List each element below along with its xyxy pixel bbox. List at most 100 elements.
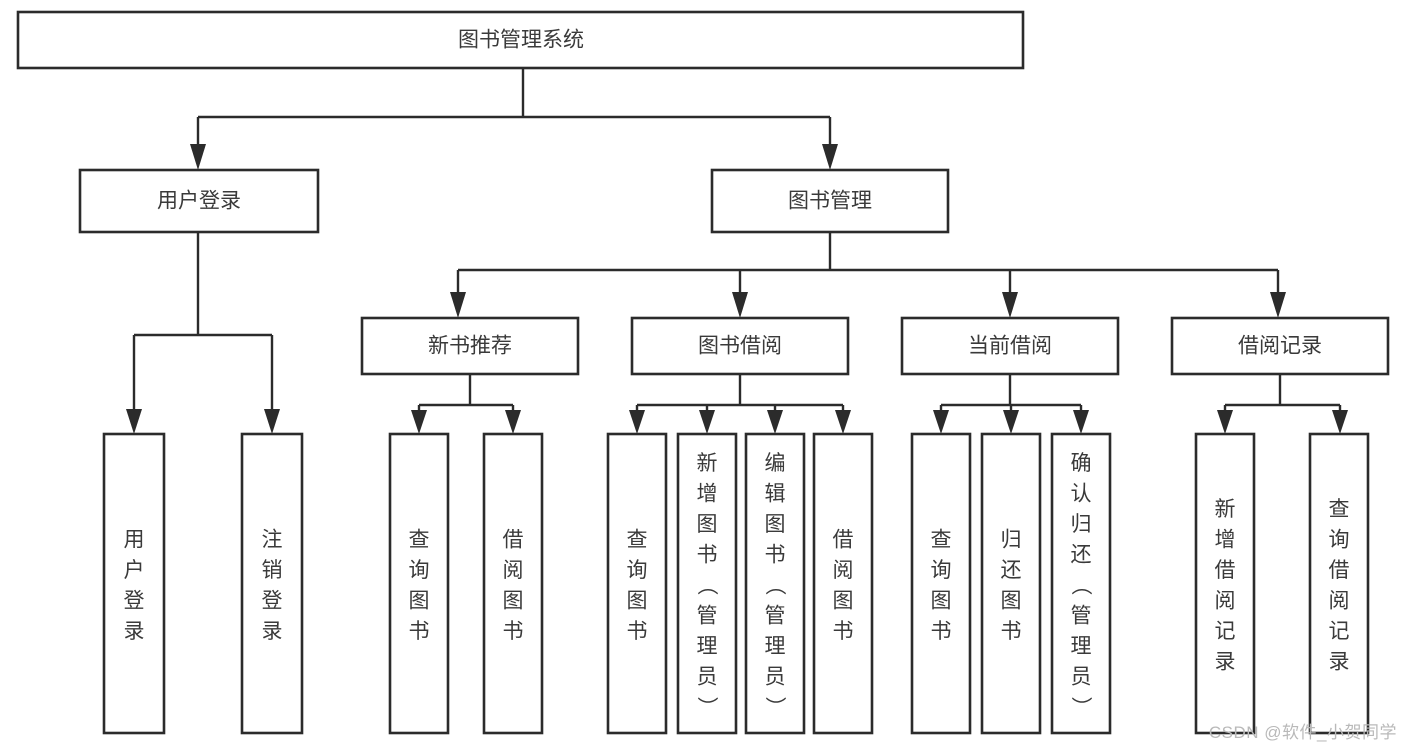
svg-text:还: 还 bbox=[1071, 544, 1092, 567]
node-borrow-records[interactable]: 借阅记录 bbox=[1170, 316, 1390, 376]
csdn-watermark: CSDN @软件_小贺同学 bbox=[1208, 723, 1397, 742]
svg-text:书: 书 bbox=[697, 544, 718, 567]
svg-text:登: 登 bbox=[262, 589, 283, 612]
svg-text:新: 新 bbox=[1215, 498, 1236, 521]
edge-records-bus bbox=[1223, 374, 1342, 416]
svg-text:记: 记 bbox=[1329, 620, 1350, 643]
leaf-node-add-book-box[interactable] bbox=[676, 432, 738, 735]
svg-text:书: 书 bbox=[409, 620, 430, 643]
arrow-icon-leaf-4 bbox=[505, 410, 521, 434]
leaf-node-add-book[interactable] bbox=[676, 432, 738, 735]
svg-text:还: 还 bbox=[1001, 559, 1022, 582]
svg-text:认: 认 bbox=[1071, 483, 1092, 506]
leaf-node-borrow-book-1[interactable] bbox=[482, 432, 544, 735]
svg-text:管: 管 bbox=[1071, 605, 1092, 628]
svg-text:阅: 阅 bbox=[1215, 589, 1236, 612]
svg-text:归: 归 bbox=[1071, 513, 1092, 536]
arrow-icon-leaf-9 bbox=[933, 410, 949, 434]
arrow-icon-leaf-1 bbox=[126, 409, 142, 434]
leaf-node-query-book-3-box[interactable] bbox=[910, 432, 972, 735]
svg-text:登: 登 bbox=[124, 589, 145, 612]
svg-text:图: 图 bbox=[697, 513, 718, 536]
leaf-node-return-book-box[interactable] bbox=[980, 432, 1042, 735]
leaf-node-user-login[interactable] bbox=[102, 432, 166, 735]
leaf-node-query-book-1[interactable] bbox=[388, 432, 450, 735]
svg-text:记: 记 bbox=[1215, 620, 1236, 643]
leaf-node-query-book-2-box[interactable] bbox=[606, 432, 668, 735]
arrow-icon-current bbox=[1002, 292, 1018, 318]
leaf-node-return-book[interactable] bbox=[980, 432, 1042, 735]
node-root-box[interactable] bbox=[16, 10, 1025, 70]
svg-text:确: 确 bbox=[1071, 452, 1092, 475]
node-root-label: 图书管理系统 bbox=[458, 29, 584, 52]
leaf-node-edit-book[interactable] bbox=[744, 432, 806, 735]
svg-text:注: 注 bbox=[262, 528, 283, 551]
node-user-login[interactable]: 用户登录 bbox=[78, 168, 320, 234]
svg-text:录: 录 bbox=[124, 620, 145, 643]
leaf-node-user-login-box[interactable] bbox=[102, 432, 166, 735]
leaf-node-query-book-1-box[interactable] bbox=[388, 432, 450, 735]
leaf-node-query-borrow-record-box[interactable] bbox=[1308, 432, 1370, 735]
leaf-node-logout[interactable] bbox=[240, 432, 304, 735]
svg-text:询: 询 bbox=[627, 559, 648, 582]
svg-text:借: 借 bbox=[1215, 559, 1236, 582]
svg-text:图: 图 bbox=[627, 589, 648, 612]
leaf-node-confirm-return[interactable] bbox=[1050, 432, 1112, 735]
svg-text:询: 询 bbox=[409, 559, 430, 582]
edge-bookmgmt-bus bbox=[456, 232, 1280, 304]
svg-text:书: 书 bbox=[833, 620, 854, 643]
svg-text:户: 户 bbox=[124, 559, 145, 582]
node-book-borrow-box[interactable] bbox=[630, 316, 850, 376]
node-book-borrow[interactable]: 图书借阅 bbox=[630, 316, 850, 376]
leaf-node-borrow-book-2-box[interactable] bbox=[812, 432, 874, 735]
node-user-login-box[interactable] bbox=[78, 168, 320, 234]
leaf-node-logout-box[interactable] bbox=[240, 432, 304, 735]
node-current-borrow-box[interactable] bbox=[900, 316, 1120, 376]
svg-text:询: 询 bbox=[1329, 528, 1350, 551]
node-book-management[interactable]: 图书管理 bbox=[710, 168, 950, 234]
leaf-node-query-book-2[interactable] bbox=[606, 432, 668, 735]
arrow-icon-leaf-11 bbox=[1073, 410, 1089, 434]
leaf-node-query-book-3[interactable] bbox=[910, 432, 972, 735]
leaf-node-confirm-return-box[interactable] bbox=[1050, 432, 1112, 735]
svg-text:书: 书 bbox=[1001, 620, 1022, 643]
leaf-node-add-borrow-record-box[interactable] bbox=[1194, 432, 1256, 735]
svg-text:）: ） bbox=[1069, 696, 1092, 717]
node-new-book-recommend-box[interactable] bbox=[360, 316, 580, 376]
svg-text:书: 书 bbox=[765, 544, 786, 567]
svg-text:图: 图 bbox=[833, 589, 854, 612]
svg-text:编: 编 bbox=[765, 452, 786, 475]
node-new-book-recommend[interactable]: 新书推荐 bbox=[360, 316, 580, 376]
node-current-borrow[interactable]: 当前借阅 bbox=[900, 316, 1120, 376]
node-root[interactable]: 图书管理系统 bbox=[16, 10, 1025, 70]
svg-text:录: 录 bbox=[1215, 650, 1236, 673]
svg-text:管: 管 bbox=[765, 605, 786, 628]
leaf-node-query-borrow-record[interactable] bbox=[1308, 432, 1370, 735]
svg-text:理: 理 bbox=[697, 635, 718, 658]
svg-text:阅: 阅 bbox=[503, 559, 524, 582]
svg-text:图: 图 bbox=[1001, 589, 1022, 612]
leaf-node-borrow-book-2[interactable] bbox=[812, 432, 874, 735]
arrow-icon-leaf-7 bbox=[767, 410, 783, 434]
svg-text:录: 录 bbox=[1329, 650, 1350, 673]
arrow-icon-leaf-10 bbox=[1003, 410, 1019, 434]
leaf-node-edit-book-box[interactable] bbox=[744, 432, 806, 735]
node-user-login-label: 用户登录 bbox=[157, 190, 241, 213]
leaf-node-borrow-book-1-box[interactable] bbox=[482, 432, 544, 735]
node-new-book-recommend-label: 新书推荐 bbox=[428, 335, 512, 358]
arrow-icon-leaf-8 bbox=[835, 410, 851, 434]
svg-text:用: 用 bbox=[124, 528, 145, 551]
node-borrow-records-box[interactable] bbox=[1170, 316, 1390, 376]
leaf-label-layer: 用户登录注销登录查询图书借阅图书查询图书新增图书（管理员）编辑图书（管理员）借阅… bbox=[124, 452, 1350, 717]
leaf-node-add-borrow-record[interactable] bbox=[1194, 432, 1256, 735]
node-book-management-box[interactable] bbox=[710, 168, 950, 234]
svg-text:图: 图 bbox=[765, 513, 786, 536]
edge-borrow-bus bbox=[635, 374, 845, 416]
svg-text:询: 询 bbox=[931, 559, 952, 582]
svg-text:借: 借 bbox=[833, 528, 854, 551]
